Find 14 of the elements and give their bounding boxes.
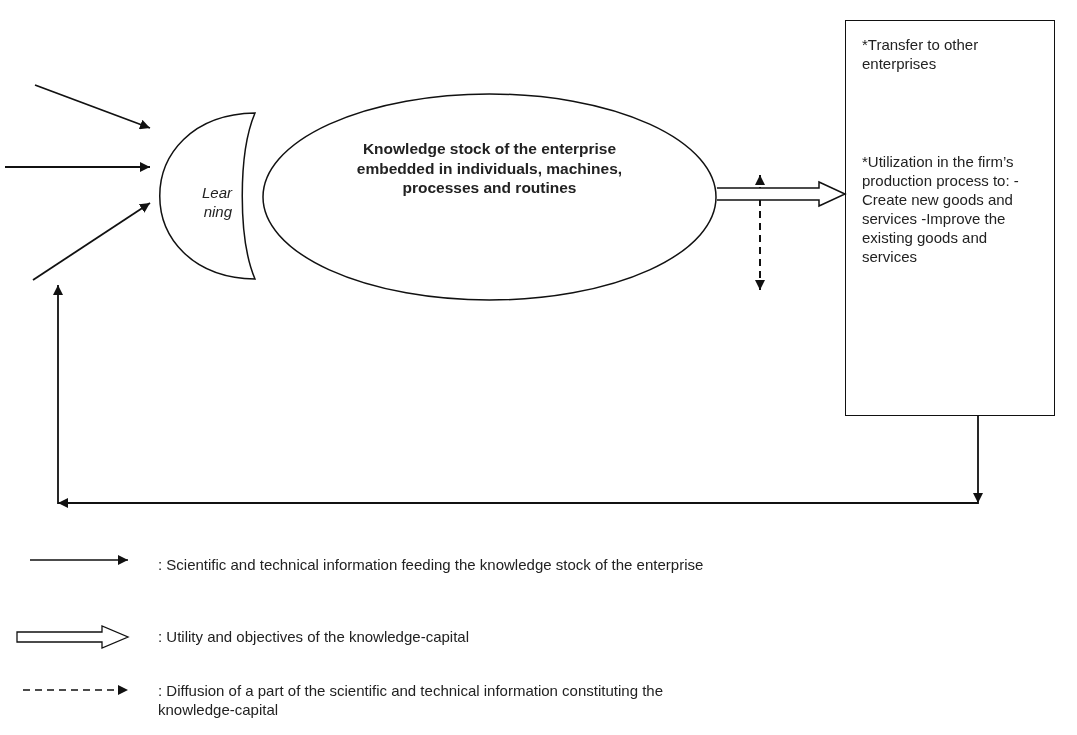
node-label: Lear ning (200, 183, 232, 221)
ellipse-shape (262, 93, 717, 301)
arrow (4, 162, 151, 172)
box-text: *Transfer to other enterprises (862, 35, 980, 73)
legend-text: : Diffusion of a part of the scientific and technical information constituting the knowledge-capital (158, 681, 664, 719)
arrow (32, 202, 151, 281)
text-box (845, 20, 1055, 416)
legend-text: : Scientific and technical information feeding the knowledge stock of the enterprise (158, 555, 705, 574)
box-text: *Utilization in the firm’s production process to: -Create new goods and services -Improve the existing goods and services (862, 152, 1020, 266)
arrow (53, 284, 979, 504)
legend-text: : Utility and objectives of the knowledge-capital (158, 627, 470, 646)
node-label: Knowledge stock of the enterprise embedded in individuals, machines, processes and routines (355, 139, 624, 198)
hollow-arrow (716, 180, 847, 208)
arrow (34, 84, 151, 130)
